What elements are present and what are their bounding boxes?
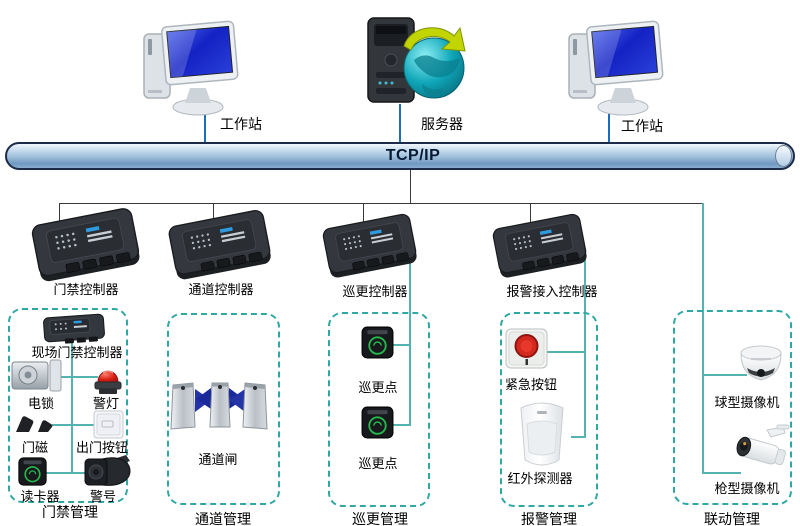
exit-button-icon (93, 410, 124, 439)
channel-controller-label: 通道控制器 (188, 282, 254, 297)
patrol-controller-label: 巡更控制器 (342, 284, 408, 299)
channel-controller-icon (156, 208, 284, 282)
group-access-box (8, 308, 128, 503)
alarm-controller-label: 报警接入控制器 (506, 284, 598, 299)
tcpip-bus: TCP/IP (5, 142, 795, 170)
connector-bus-drop (410, 170, 411, 203)
exit-button-label: 出门按钮 (75, 440, 128, 455)
server-icon (367, 17, 466, 103)
group-linkage-title: 联动管理 (704, 511, 760, 526)
siren-icon (84, 455, 131, 486)
warning-light-label: 警灯 (92, 396, 119, 411)
connector-alarm-trunk (584, 256, 586, 438)
group-patrol-box (328, 312, 430, 507)
patrol-point-1-icon (360, 325, 395, 360)
field-access-controller-icon (43, 313, 105, 344)
electric-lock-icon (11, 359, 62, 392)
door-magnet-label: 门磁 (21, 440, 48, 455)
connector-server (399, 104, 401, 143)
group-alarm-title: 报警管理 (521, 511, 577, 526)
connector-patrol-trunk (409, 256, 411, 426)
patrol-controller-icon (314, 212, 426, 280)
alarm-controller-icon (484, 212, 596, 280)
workstation-left-label: 工作站 (220, 116, 262, 132)
field-access-controller-label: 现场门禁控制器 (31, 345, 123, 360)
ir-detector-icon (520, 402, 564, 466)
connector-backbone (59, 203, 704, 204)
bullet-camera-icon (736, 424, 790, 466)
connector-dome-camera (703, 374, 747, 376)
connector-emergency-button (547, 351, 585, 353)
connector-linkage-trunk (702, 203, 704, 474)
connector-patrol-point-2 (392, 424, 410, 426)
bus-label: TCP/IP (385, 147, 441, 164)
patrol-point-2-label: 巡更点 (358, 456, 398, 471)
emergency-button-label: 紧急按钮 (504, 377, 557, 392)
dome-camera-label: 球型摄像机 (714, 395, 780, 410)
access-controller-icon (22, 206, 150, 284)
siren-label: 警号 (89, 489, 116, 504)
connector-workstation-left (204, 112, 206, 143)
connector-channel-controller (213, 203, 214, 224)
access-controller-label: 门禁控制器 (53, 282, 119, 297)
flap-barrier-icon (170, 382, 268, 430)
card-reader-icon (17, 455, 48, 488)
bullet-camera-label: 枪型摄像机 (714, 481, 780, 496)
workstation-left-icon (138, 20, 248, 118)
workstation-right-icon (563, 20, 673, 118)
workstation-right-label: 工作站 (621, 118, 663, 134)
patrol-point-1-label: 巡更点 (358, 380, 398, 395)
connector-magnet-exitbutton (52, 424, 95, 426)
server-label: 服务器 (421, 116, 463, 132)
connector-patrol-controller (363, 203, 364, 227)
connector-patrol-point-1 (392, 344, 410, 346)
bus-end-cap (775, 145, 792, 167)
card-reader-label: 读卡器 (20, 489, 60, 504)
group-access-title: 门禁管理 (42, 504, 98, 520)
connector-bullet-camera (703, 472, 741, 474)
connector-reader-siren (46, 472, 88, 474)
door-magnet-icon (16, 416, 53, 432)
flap-barrier-label: 通道闸 (198, 452, 238, 467)
connector-alarm-controller (530, 203, 531, 227)
group-channel-title: 通道管理 (195, 511, 251, 526)
patrol-point-2-icon (360, 405, 395, 440)
group-linkage-box (673, 310, 792, 505)
connector-lock-beacon (61, 376, 98, 378)
group-channel-box (167, 313, 280, 505)
dome-camera-icon (740, 345, 782, 381)
electric-lock-label: 电锁 (27, 396, 54, 411)
ir-detector-label: 红外探测器 (507, 471, 573, 486)
warning-light-icon (94, 370, 122, 394)
connector-ir-detector (571, 436, 585, 438)
emergency-button-icon (505, 328, 548, 369)
group-patrol-title: 巡更管理 (352, 511, 408, 526)
connector-access-controller (59, 203, 60, 224)
connector-workstation-right (608, 110, 610, 143)
connector-access-trunk (71, 338, 73, 474)
group-alarm-box (500, 312, 598, 507)
